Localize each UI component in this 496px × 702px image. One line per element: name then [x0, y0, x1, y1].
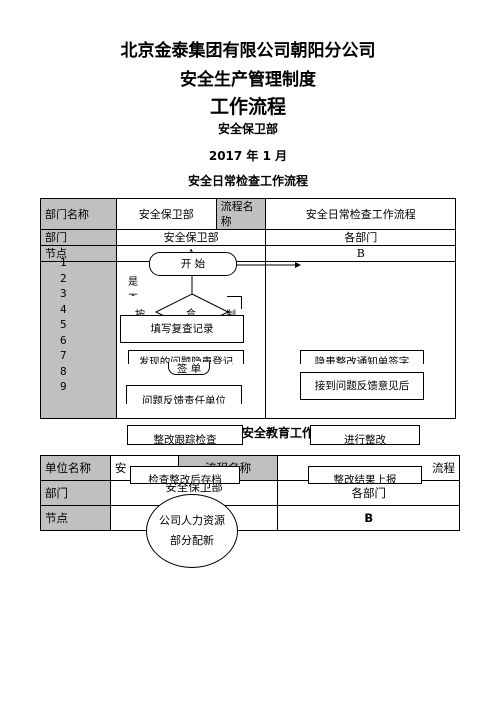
- feedback-owner-box: 问题反馈责任单位: [126, 385, 242, 404]
- start-terminal: 开 始: [149, 252, 237, 276]
- document-title: 安全生产管理制度: [180, 70, 316, 90]
- unit-name-label: 单位名称: [40, 455, 111, 481]
- document-date: 2017 年 1 月: [208, 149, 288, 163]
- node-label: 节点: [40, 245, 117, 262]
- branch-no-label: 否: [128, 290, 138, 296]
- company-name: 北京金泰集团有限公司朝阳分公司: [120, 41, 376, 61]
- step-number: 6: [60, 333, 67, 347]
- step-number: 7: [60, 349, 67, 362]
- issue-register-box: 发现的问题隐患登记: [128, 350, 244, 364]
- fill-review-record-box: 填写复查记录: [120, 315, 244, 343]
- step-number: 4: [60, 302, 67, 316]
- dept-label: 部门: [40, 229, 117, 246]
- step-number: 1: [60, 256, 67, 269]
- rectify-tracking-box: 整改跟踪检查: [127, 425, 243, 445]
- step-number: 5: [60, 318, 67, 331]
- do-rectify-box: 进行整改: [310, 425, 420, 445]
- branch-yes-label: 是: [128, 277, 138, 288]
- receive-feedback-box: 接到问题反馈意见后: [300, 372, 424, 400]
- step-number: 3: [60, 287, 67, 300]
- sign-box: 签 单: [168, 362, 210, 375]
- workflow-heading: 工作流程: [209, 96, 286, 118]
- dept-label-2: 部门: [40, 480, 111, 506]
- dept-name-value: 安全保卫部: [115, 198, 217, 230]
- node-b-2: B: [277, 505, 460, 531]
- decision-label: 合: [186, 305, 196, 320]
- dept-b-2: 各部门: [277, 480, 460, 506]
- rectify-notice-box: 隐患整改通知单签字: [300, 350, 424, 364]
- step-numbers: 1 2 3 4 5 6 7 8 9: [60, 255, 67, 395]
- step-number: 2: [60, 271, 67, 285]
- node-label-2: 节点: [40, 505, 111, 531]
- process-box-partial: [227, 296, 242, 309]
- daily-check-flow-table: 部门名称 安全保卫部 流程名称 安全日常检查工作流程 部门 安全保卫部 各部门 …: [40, 198, 456, 419]
- department-heading: 安全保卫部: [217, 122, 278, 136]
- step-number-column: [40, 261, 117, 419]
- section2-title: 年度安全教育工作流程: [218, 426, 339, 440]
- review-archive-box: 检查整改后存档: [130, 466, 240, 484]
- report-result-box: 整改结果上报: [308, 466, 422, 484]
- hr-allocation-ellipse: 公司人力资源部分配新: [146, 494, 238, 568]
- flow-title: 安全日常检查工作流程: [187, 174, 308, 188]
- flow-name-value: 安全日常检查工作流程: [265, 198, 456, 230]
- step-number: 8: [60, 364, 67, 378]
- step-number: 9: [60, 380, 67, 393]
